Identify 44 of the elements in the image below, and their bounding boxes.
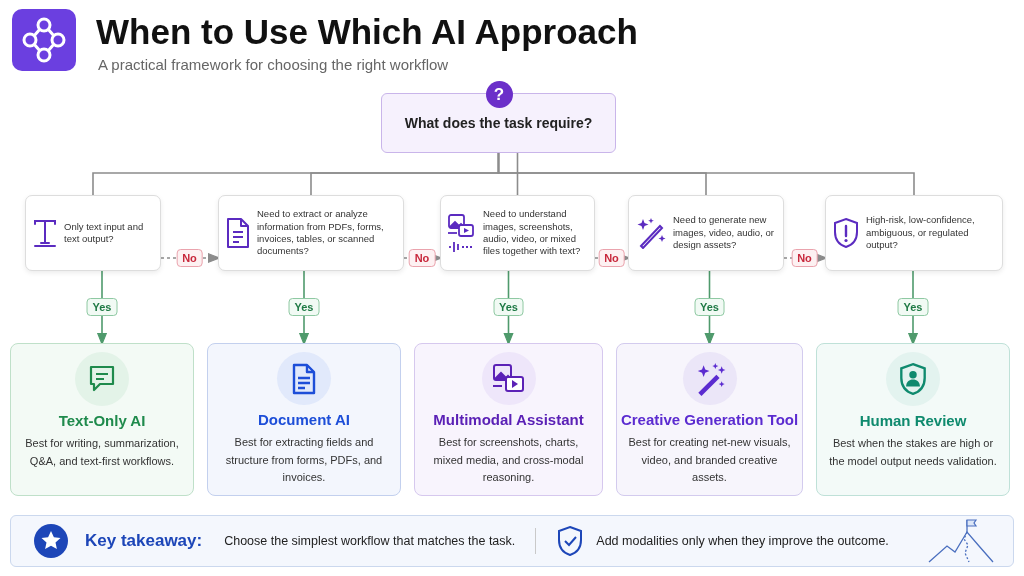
decision-box	[628, 195, 784, 271]
outcome-card	[616, 343, 803, 496]
edge-label: No	[176, 249, 203, 267]
decision-box	[440, 195, 595, 271]
card-heading: Human Review	[859, 412, 967, 429]
outcome-card	[207, 343, 401, 496]
edge-label: Yes	[288, 298, 320, 316]
takeaway-heading: Key takeaway:	[85, 531, 203, 551]
takeaway-bar	[10, 515, 1014, 567]
takeaway-text: Add modalities only when they improve the outcome.	[596, 534, 889, 548]
outcome-card	[816, 343, 1010, 496]
card-description: Best for extracting fields and structure from forms, PDFs, and invoices.	[224, 435, 384, 486]
question-text: Need to understand images, screenshots, audio, video, or mixed files together with text?	[483, 208, 582, 258]
subtitle: A practical framework for choosing the right workflow	[98, 56, 449, 73]
card-heading: Document AI	[258, 411, 350, 429]
question-text: High-risk, low-confidence, ambiguous, or regulated output?	[866, 214, 976, 252]
card-description: Best for creating net-new visuals, video, and branded creative assets.	[627, 435, 792, 486]
connector-line	[497, 152, 915, 196]
outcome-card	[10, 343, 194, 496]
outcome-card	[414, 343, 603, 496]
edge-label: Yes	[86, 298, 118, 316]
card-description: Best for writing, summarization, Q&A, and text-first workflows.	[24, 436, 180, 469]
card-heading: Multimodal Assistant	[433, 411, 584, 429]
edge-label: Yes	[493, 298, 524, 316]
card-description: Best for screenshots, charts, mixed media, and cross-modal reasoning.	[432, 435, 585, 486]
edge-label: Yes	[897, 298, 929, 316]
title: When to Use Which AI Approach	[96, 12, 638, 52]
edge-label: No	[598, 249, 625, 267]
edge-label: Yes	[694, 298, 725, 316]
question-text: Only text input and text output?	[64, 220, 145, 246]
edge-label: No	[791, 249, 818, 267]
question-badge: ?	[485, 81, 513, 108]
decision-box	[218, 195, 404, 271]
question-text: Need to extract or analyze information from PDFs, forms, invoices, tables, or scanned documents?	[257, 208, 385, 258]
card-heading: Text-Only AI	[58, 412, 146, 429]
card-description: Best when the stakes are high or the model output needs validation.	[828, 436, 998, 469]
decision-box	[25, 195, 161, 271]
connector-line	[516, 152, 519, 196]
card-heading: Creative Generation Tool	[620, 411, 799, 429]
question-text: Need to generate new images, video, audio, or design assets?	[673, 214, 775, 252]
question-text: What does the task require?	[404, 115, 593, 131]
takeaway-text: Choose the simplest workflow that matches the task.	[224, 534, 516, 548]
edge-label: No	[408, 249, 436, 267]
decision-box	[825, 195, 1003, 271]
